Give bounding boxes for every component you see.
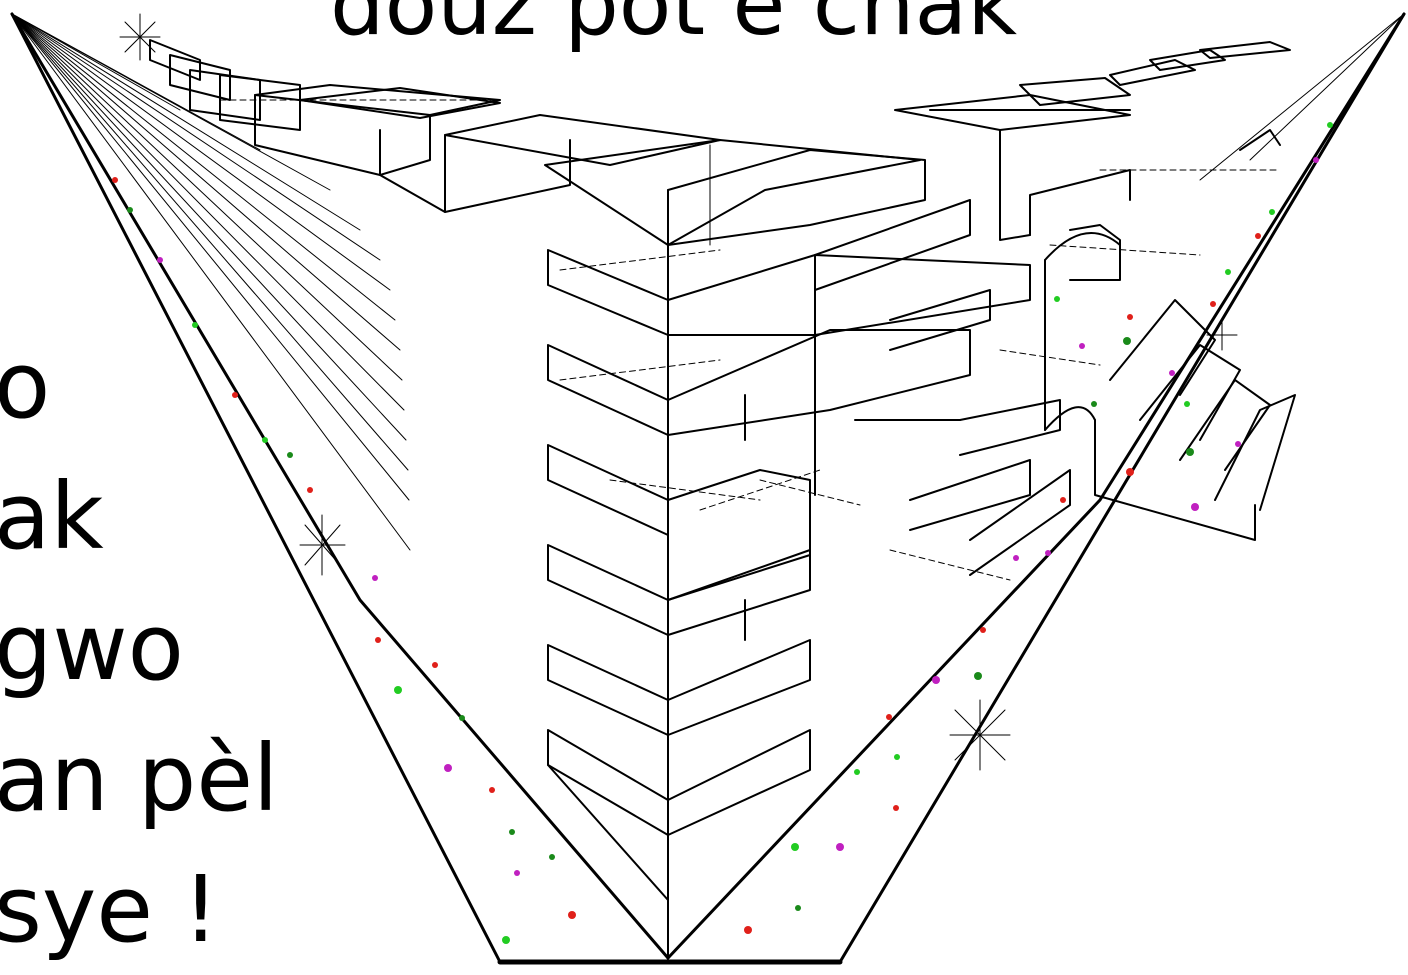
left-rooftops bbox=[150, 40, 720, 212]
perspective-guide-lines bbox=[12, 14, 1404, 550]
side-text-line: sye ! bbox=[0, 856, 220, 963]
side-text-line: gwo bbox=[0, 594, 184, 701]
page-title: douz pòt e chak bbox=[330, 0, 1017, 55]
confetti-dots bbox=[112, 122, 1333, 944]
sparkle-marks bbox=[120, 14, 1237, 770]
side-text-line: ak bbox=[0, 463, 104, 570]
side-text-line: an pèl bbox=[0, 725, 279, 832]
road-outline bbox=[12, 14, 1404, 962]
corner-building bbox=[545, 95, 1130, 958]
side-text-line: o bbox=[0, 332, 51, 439]
side-text: o ak gwo an pèl sye ! bbox=[0, 320, 279, 975]
construction-lines bbox=[220, 100, 1280, 580]
right-buildings bbox=[855, 42, 1295, 575]
